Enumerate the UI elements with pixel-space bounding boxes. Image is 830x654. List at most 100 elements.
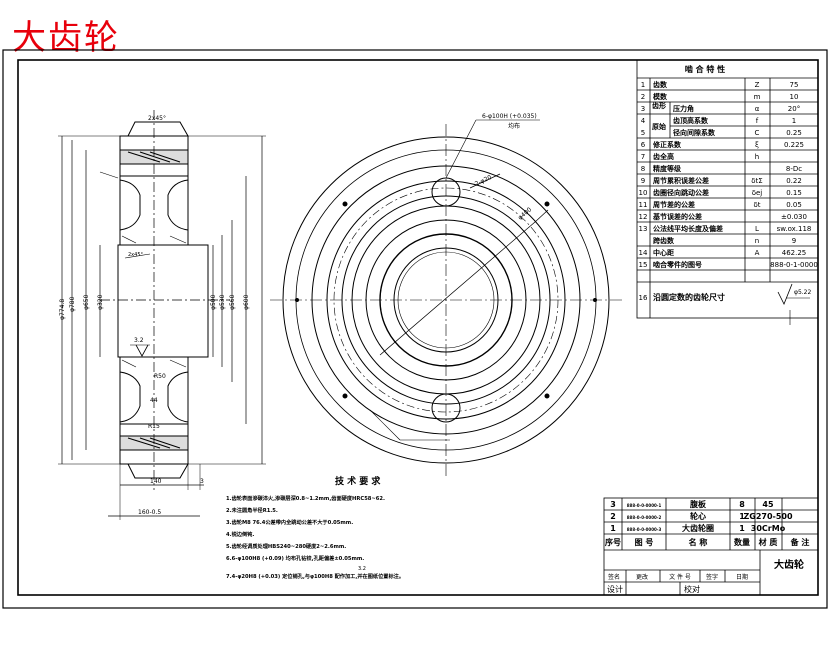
check-label: 校对 bbox=[684, 584, 700, 594]
mesh-row-no: 15 bbox=[639, 261, 648, 269]
dim-d2: φ650 bbox=[83, 294, 90, 310]
mesh-row-no: 2 bbox=[641, 93, 645, 101]
sign-row-cell: 文 件 号 bbox=[669, 573, 691, 581]
tech-note-item: 6.6-φ100H8 (+0.09) 均布孔钻铰,孔距偏差±0.05mm. bbox=[226, 554, 364, 562]
circle-small-holes: 2-φ20 bbox=[474, 174, 493, 188]
mesh-row-value: φ5.22 bbox=[794, 289, 812, 296]
mesh-row-value: 0.225 bbox=[784, 141, 804, 149]
mesh-row-no: 11 bbox=[639, 201, 648, 209]
mesh-row-no: 13 bbox=[639, 225, 648, 233]
dim-d4: φ500 bbox=[210, 294, 217, 310]
drawing-red-title: 大齿轮 bbox=[12, 18, 120, 58]
tech-note-roughness: 3.2 bbox=[358, 566, 366, 572]
parts-cell-name: 轮心 bbox=[690, 511, 706, 521]
tech-note-item: 3.齿轮M8 76.4公差带内全跳动公差不大于0.05mm. bbox=[226, 518, 353, 526]
parts-header-note: 备 注 bbox=[790, 537, 810, 547]
mesh-row-symbol: m bbox=[754, 93, 761, 101]
parts-cell-qty: 1 bbox=[739, 524, 745, 533]
mesh-row-no: 3 bbox=[641, 105, 645, 113]
tech-note-item: 2.未注圆角半径R1.5. bbox=[226, 506, 278, 514]
parts-cell-name: 腹板 bbox=[689, 499, 707, 509]
mesh-row-value: 888-0-1-0000 bbox=[770, 261, 818, 269]
mesh-row-param: 齿顶高系数 bbox=[673, 116, 709, 125]
parts-header-mat: 材 质 bbox=[759, 537, 778, 547]
parts-cell-mat: ZG270-500 bbox=[743, 512, 793, 521]
dim-bottom: 160-0.5 bbox=[138, 509, 161, 516]
dim-d1: φ780 bbox=[69, 296, 76, 312]
dim-d3: φ320 bbox=[97, 294, 104, 310]
mesh-row-param: 径向间隙系数 bbox=[673, 128, 716, 137]
front-view bbox=[270, 119, 622, 476]
mesh-row-symbol: C bbox=[755, 129, 760, 137]
parts-cell-mat: 30CrMo bbox=[751, 524, 786, 533]
parts-cell-no: 3 bbox=[610, 500, 616, 509]
design-label: 设计 bbox=[607, 584, 623, 594]
parts-cell-no: 2 bbox=[610, 512, 616, 521]
mesh-row-symbol: h bbox=[755, 153, 759, 161]
mesh-row-value: 75 bbox=[790, 81, 799, 89]
mesh-row-param: 公法线平均长度及偏差 bbox=[653, 224, 723, 233]
mesh-row-param: 跨齿数 bbox=[653, 236, 675, 245]
mesh-row-param: 齿数 bbox=[653, 80, 668, 89]
inner-frame bbox=[17, 59, 819, 596]
parts-header-code: 图 号 bbox=[635, 538, 654, 547]
mesh-row-symbol: α bbox=[755, 105, 760, 113]
mesh-row-param: 基节误差的公差 bbox=[652, 212, 702, 221]
dim-rib: R15 bbox=[148, 423, 160, 430]
mesh-row-param: 齿圈径向跳动公差 bbox=[653, 188, 709, 197]
mesh-row-value: 0.15 bbox=[786, 189, 802, 197]
mesh-row-symbol: L bbox=[755, 225, 759, 233]
mesh-row-value: 9 bbox=[792, 237, 796, 245]
tech-note-item: 1.齿轮表面渗碳淬火,渗碳层深0.8~1.2mm,齿面硬度HRC58~62. bbox=[226, 494, 385, 502]
parts-header-qty: 数量 bbox=[734, 537, 750, 547]
dim-d7: φ600 bbox=[243, 294, 250, 310]
mesh-row-value: 20° bbox=[788, 105, 800, 113]
mesh-row-no: 16 bbox=[639, 294, 648, 302]
mesh-row-no: 9 bbox=[641, 177, 645, 185]
parts-cell-code: 888-0-0-0000-2 bbox=[627, 515, 662, 520]
dim-w44: 44 bbox=[150, 397, 158, 404]
mesh-row-symbol: Z bbox=[755, 81, 760, 89]
mesh-row-symbol: f bbox=[756, 117, 759, 125]
mesh-row-no: 4 bbox=[641, 117, 646, 125]
mesh-row-symbol: A bbox=[755, 249, 760, 257]
mesh-row-value: sw.ox.118 bbox=[777, 225, 812, 233]
dim-chamfer-top: 2x45° bbox=[148, 115, 166, 122]
mesh-row-symbol: δej bbox=[752, 189, 763, 197]
mesh-row-param: 压力角 bbox=[673, 104, 694, 113]
mesh-row-symbol: n bbox=[755, 237, 759, 245]
mesh-row-symbol: ξ bbox=[755, 141, 759, 149]
section-view bbox=[58, 110, 266, 520]
sign-row-cell: 更改 bbox=[636, 573, 648, 581]
hole-note-2: 均布 bbox=[508, 122, 520, 130]
mesh-row-value: 462.25 bbox=[782, 249, 807, 257]
parts-cell-mat: 45 bbox=[762, 500, 774, 509]
tech-note-item: 7.4-φ20H8 (+0.03) 定位销孔,与φ100H8 配作加工,并在图纸… bbox=[226, 572, 404, 580]
dim-chamfer-inner: 2x45° bbox=[128, 252, 144, 258]
mesh-row-value: 0.22 bbox=[786, 177, 802, 185]
sign-row-cell: 日期 bbox=[736, 573, 748, 581]
mesh-row-param: 周节累积误差公差 bbox=[653, 176, 709, 185]
tech-notes-heading: 技 术 要 求 bbox=[335, 475, 381, 487]
sign-row-cell: 签字 bbox=[706, 573, 718, 581]
mesh-row-param: 齿全高 bbox=[653, 152, 674, 161]
mesh-row-no: 5 bbox=[641, 129, 645, 137]
mesh-row-no: 10 bbox=[639, 189, 648, 197]
mesh-row-param: 周节差的公差 bbox=[653, 200, 695, 209]
mesh-row-no: 14 bbox=[639, 249, 648, 257]
mesh-row-symbol: δt bbox=[753, 201, 760, 209]
parts-cell-code: 888-0-0-0000-3 bbox=[627, 527, 662, 532]
dim-width: 140 bbox=[150, 478, 162, 485]
mesh-row-no: 12 bbox=[639, 213, 648, 221]
parts-cell-qty: 1 bbox=[739, 512, 745, 521]
dim-overall: φ774.8 bbox=[59, 299, 66, 320]
mesh-row-value: 8-Dc bbox=[786, 165, 802, 173]
mesh-row-param: 精度等级 bbox=[653, 164, 682, 173]
mesh-table bbox=[636, 59, 819, 325]
mesh-row-value: ±0.030 bbox=[781, 213, 807, 221]
dim-roughness-mid: 3.2 bbox=[134, 337, 144, 344]
mesh-row-param: 模数 bbox=[653, 92, 668, 101]
mesh-row-value: 10 bbox=[790, 93, 799, 101]
dim-d5: φ530 bbox=[219, 294, 226, 310]
dim-d6: φ560 bbox=[229, 294, 236, 310]
